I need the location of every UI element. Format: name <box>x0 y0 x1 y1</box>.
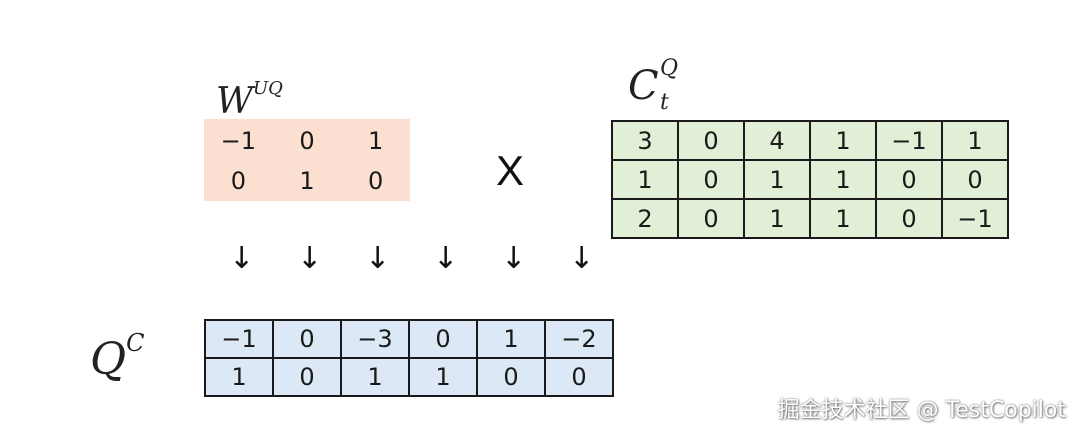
c-matrix-cell: 3 <box>611 120 679 161</box>
q-c-label: QC <box>90 331 144 382</box>
c-matrix-cell: −1 <box>875 120 943 161</box>
w-label-base: W <box>216 81 254 122</box>
c-matrix-cell: 1 <box>809 198 877 239</box>
c-matrix-cell: 0 <box>677 159 745 200</box>
c-matrix-row: 2 0 1 1 0 −1 <box>611 198 1009 239</box>
q-matrix-cell: 0 <box>544 357 614 397</box>
w-matrix-cell: 0 <box>368 167 384 195</box>
q-matrix-cell: 0 <box>272 319 342 359</box>
q-matrix-cell: 1 <box>408 357 478 397</box>
c-matrix-cell: 1 <box>743 198 811 239</box>
q-matrix-cell: −3 <box>340 319 410 359</box>
c-label-subscript: t <box>660 90 669 115</box>
w-matrix-cell: 0 <box>230 167 246 195</box>
c-matrix-cell: 1 <box>611 159 679 200</box>
c-t-q-label: C Q t <box>628 58 678 114</box>
c-matrix-cell: 0 <box>677 120 745 161</box>
c-matrix-row: 3 0 4 1 −1 1 <box>611 120 1009 161</box>
c-matrix-cell: 1 <box>743 159 811 200</box>
q-c-matrix: −1 0 −3 0 1 −2 1 0 1 1 0 0 <box>204 319 614 397</box>
w-matrix-cell: −1 <box>220 127 257 155</box>
c-matrix-cell: 1 <box>809 159 877 200</box>
c-label-base: C <box>628 63 659 109</box>
c-matrix-cell: 0 <box>677 198 745 239</box>
c-matrix-cell: 1 <box>941 120 1009 161</box>
q-label-superscript: C <box>126 328 145 357</box>
down-arrow-icon: ↓ <box>229 241 255 276</box>
c-matrix-cell: 0 <box>875 159 943 200</box>
down-arrow-icon: ↓ <box>365 241 391 276</box>
c-t-q-matrix: 3 0 4 1 −1 1 1 0 1 1 0 0 2 0 1 1 0 −1 <box>611 120 1009 239</box>
q-matrix-cell: 1 <box>340 357 410 397</box>
q-matrix-cell: 1 <box>204 357 274 397</box>
watermark: 掘金技术社区 @ TestCopilot <box>777 398 1066 423</box>
w-matrix-cell: 1 <box>299 167 315 195</box>
q-matrix-row: 1 0 1 1 0 0 <box>204 357 614 397</box>
w-matrix-cell: 1 <box>368 127 384 155</box>
down-arrow-icon: ↓ <box>569 241 595 276</box>
q-matrix-cell: 0 <box>272 357 342 397</box>
down-arrow-icon: ↓ <box>297 241 323 276</box>
c-matrix-cell: 1 <box>809 120 877 161</box>
q-matrix-cell: 1 <box>476 319 546 359</box>
down-arrow-icon: ↓ <box>433 241 459 276</box>
c-label-superscript: Q <box>660 56 679 81</box>
q-matrix-cell: 0 <box>408 319 478 359</box>
q-matrix-row: −1 0 −3 0 1 −2 <box>204 319 614 359</box>
c-matrix-cell: 0 <box>941 159 1009 200</box>
w-uq-label: WUQ <box>216 80 283 122</box>
q-matrix-cell: −2 <box>544 319 614 359</box>
multiply-sign: X <box>496 147 525 194</box>
q-label-base: Q <box>90 334 127 385</box>
c-matrix-cell: 0 <box>875 198 943 239</box>
w-uq-matrix: −1 0 1 0 1 0 <box>204 119 410 201</box>
w-matrix-row: 0 1 0 <box>204 161 410 201</box>
w-matrix-row: −1 0 1 <box>204 121 410 161</box>
q-matrix-cell: 0 <box>476 357 546 397</box>
q-matrix-cell: −1 <box>204 319 274 359</box>
w-matrix-cell: 0 <box>299 127 315 155</box>
c-matrix-cell: 4 <box>743 120 811 161</box>
c-matrix-row: 1 0 1 1 0 0 <box>611 159 1009 200</box>
down-arrow-icon: ↓ <box>501 241 527 276</box>
c-matrix-cell: −1 <box>941 198 1009 239</box>
w-label-superscript: UQ <box>253 78 283 100</box>
c-matrix-cell: 2 <box>611 198 679 239</box>
